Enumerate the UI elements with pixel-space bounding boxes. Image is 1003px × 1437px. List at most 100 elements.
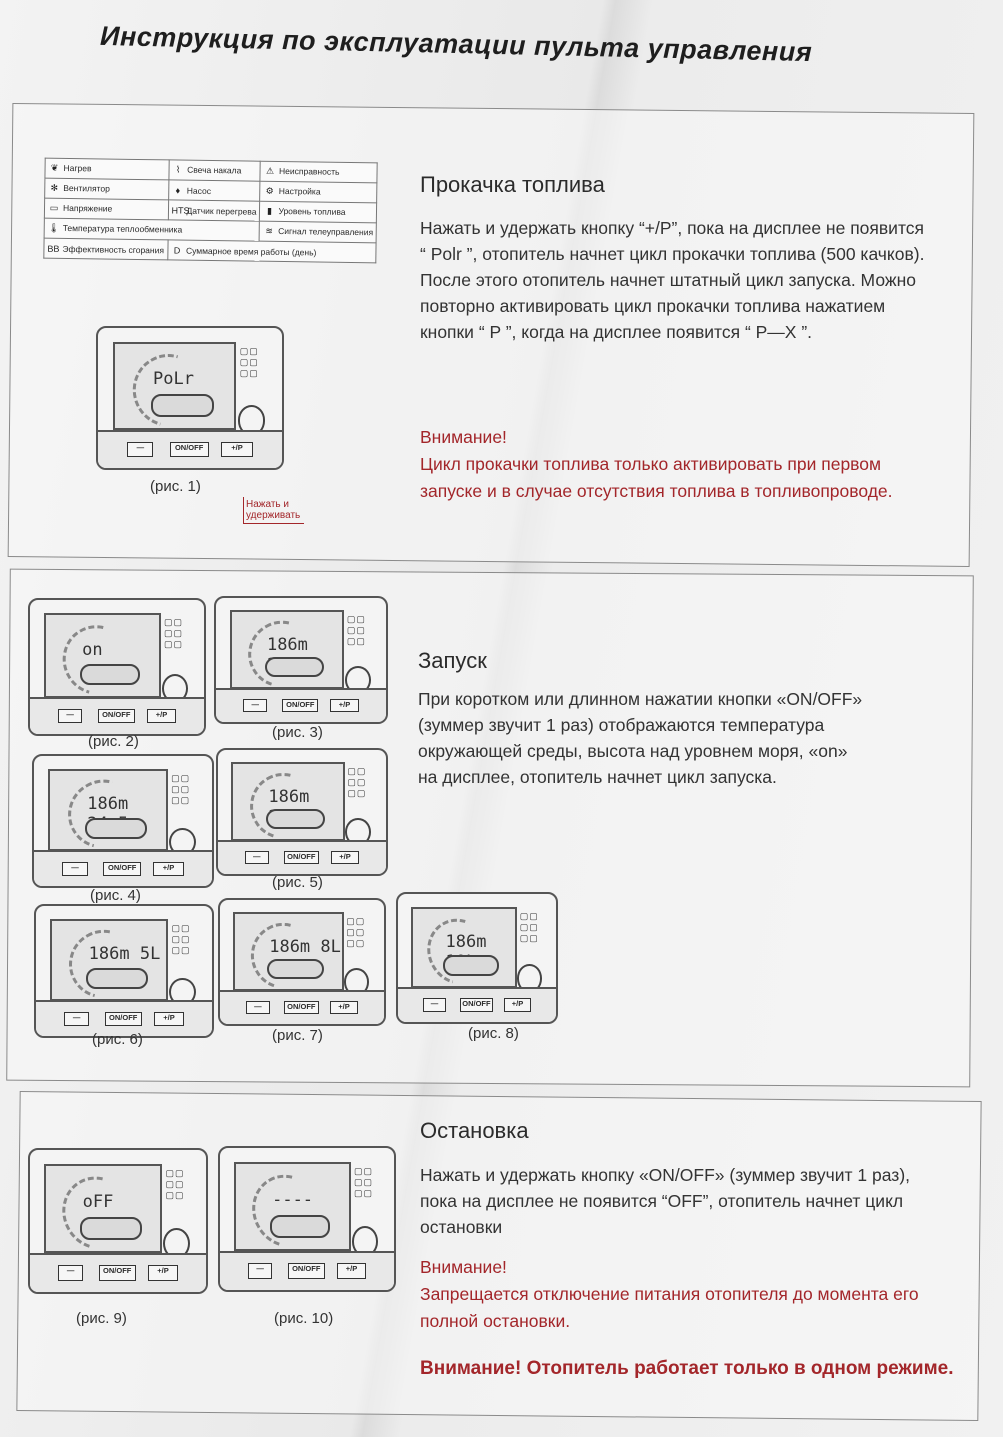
controller-figure-4: 186m 24.5▢▢ ▢▢ ▢▢♦♦♦—ON/OFF+/P [32,754,214,888]
lcd-screen: 186m 10L [410,906,518,988]
indicator-leds: ▢▢ ▢▢ ▢▢ [171,772,191,805]
minus-button[interactable]: — [58,1265,84,1281]
lcd-screen: 186m 5L [50,919,169,1001]
on-off-button[interactable]: ON/OFF [282,698,319,713]
figure-caption: (рис. 2) [88,733,139,750]
pump-icon: ♦ [175,185,181,196]
heater-icon [80,1217,142,1241]
plus-p-button[interactable]: +/P [147,1265,179,1281]
remote-signal-icon: ≋ [265,225,274,236]
shutdown-instructions: Нажать и удержать кнопку «ON/OFF» (зумме… [420,1165,911,1237]
plus-p-button[interactable]: +/P [329,698,360,713]
priming-warning: Внимание! Цикл прокачки топлива только а… [420,427,893,501]
heater-icon [84,817,147,839]
legend-cell: ⌇Свеча накала [168,159,261,182]
minus-button[interactable]: — [423,998,446,1013]
plus-p-button[interactable]: +/P [146,708,177,724]
controller-figure-6: 186m 5L▢▢ ▢▢ ▢▢♦♦♦—ON/OFF+/P [34,904,214,1038]
on-off-button[interactable]: ON/OFF [104,1011,142,1026]
figure-caption: (рис. 5) [272,874,323,891]
legend-cell: ⚙Настройка [260,181,378,203]
plus-p-button[interactable]: +/P [153,861,184,876]
minus-button[interactable]: — [62,861,88,876]
heater-icon [264,657,324,678]
indicator-leds: ▢▢ ▢▢ ▢▢ [164,617,184,650]
on-off-button[interactable]: ON/OFF [283,850,320,865]
minus-button[interactable]: — [243,698,268,713]
heater-icon [443,954,499,976]
button-panel: — ON/OFF +/P [218,839,386,874]
controller-figure-3: 186m 22.5▢▢ ▢▢ ▢▢♦♦♦—ON/OFF+/P [214,596,388,724]
lcd-screen: 186m 24.5 [48,769,168,851]
lcd-screen: oFF [44,1164,163,1254]
plus-p-button[interactable]: +/P [329,1000,359,1015]
battery-icon: ▭ [49,202,59,213]
legend-cell: ✻Вентилятор [44,178,169,200]
plus-p-button[interactable]: +/P [330,850,360,865]
on-off-button[interactable]: ON/OFF [97,708,135,724]
button-panel: — ON/OFF +/P [34,850,212,886]
controller-figure-9: oFF▢▢ ▢▢ ▢▢♦♦♦—ON/OFF+/P [28,1148,208,1294]
indicator-leds: ▢▢ ▢▢ ▢▢ [519,910,539,943]
indicator-leds: ▢▢ ▢▢ ▢▢ [346,916,366,949]
legend-cell: ⚠Неисправность [260,161,378,183]
plus-p-button[interactable]: +/P [503,998,532,1013]
button-panel: — ON/OFF +/P [216,687,386,722]
lcd-screen: on [43,613,161,698]
minus-button[interactable]: — [57,708,83,724]
button-panel: — ON/OFF +/P [220,1251,394,1290]
legend-cell: ▮Уровень топлива [259,201,378,223]
button-panel: — ON/OFF +/P [98,429,282,468]
on-off-button[interactable]: ON/OFF [98,1265,136,1281]
figure-caption: (рис. 6) [92,1031,143,1048]
indicator-leds: ▢▢ ▢▢ ▢▢ [239,346,259,379]
single-mode-warning: Внимание! Отопитель работает только в од… [420,1358,954,1379]
lcd-reading: PoLr [152,369,194,390]
heater-icon [267,959,325,980]
button-panel: — ON/OFF +/P [398,986,556,1022]
minus-button[interactable]: — [247,1263,273,1279]
indicator-leds: ▢▢ ▢▢ ▢▢ [171,922,191,955]
minus-button[interactable]: — [246,1000,270,1015]
lcd-reading: 186m 5L [88,944,161,965]
plus-p-button[interactable]: +/P [221,441,253,457]
heater-icon [269,1215,331,1239]
button-panel: — ON/OFF +/P [220,989,384,1024]
shutdown-warning: Внимание! Запрещается отключение питания… [420,1257,919,1331]
fuel-level-icon: ▮ [266,205,273,216]
legend-cell: ▭Напряжение [44,198,169,220]
button-panel: — ON/OFF +/P [30,697,204,734]
figure-caption: (рис. 7) [272,1027,323,1044]
overheat-sensor-icon: HTS [171,204,190,216]
legend-cell: ≋Сигнал телеуправления [259,221,377,243]
on-off-button[interactable]: ON/OFF [169,441,209,457]
on-off-button[interactable]: ON/OFF [103,861,141,876]
figure-caption: (рис. 4) [90,887,141,904]
lcd-screen: ---- [233,1162,351,1252]
lcd-screen: 186m 22.5 [231,762,345,841]
startup-instructions: При коротком или длинном нажатии кнопки … [418,689,863,787]
controller-figure-1: PoLr▢▢ ▢▢ ▢▢♦♦♦—ON/OFF+/P [96,326,284,470]
button-panel: — ON/OFF +/P [30,1253,206,1292]
on-off-button[interactable]: ON/OFF [459,998,494,1013]
on-off-button[interactable]: ON/OFF [287,1263,325,1279]
minus-button[interactable]: — [127,441,154,457]
lcd-screen: 186m 22.5 [229,610,345,689]
plus-p-button[interactable]: +/P [153,1011,185,1026]
indicator-leds: ▢▢ ▢▢ ▢▢ [347,766,367,799]
controller-figure-5: 186m 22.5▢▢ ▢▢ ▢▢♦♦♦—ON/OFF+/P [216,748,388,876]
figure-caption: (рис. 3) [272,724,323,741]
section-heading-shutdown: Остановка [420,1118,529,1143]
controller-figure-7: 186m 8L▢▢ ▢▢ ▢▢♦♦♦—ON/OFF+/P [218,898,386,1026]
on-off-button[interactable]: ON/OFF [283,1000,319,1015]
section-heading-startup: Запуск [418,648,487,673]
minus-button[interactable]: — [64,1011,90,1026]
controller-figure-2: on▢▢ ▢▢ ▢▢♦♦♦—ON/OFF+/P [28,598,206,736]
figure-caption: (рис. 1) [150,478,201,495]
heater-icon [150,394,215,417]
minus-button[interactable]: — [244,850,269,865]
plus-p-button[interactable]: +/P [336,1263,367,1279]
figure-caption: (рис. 9) [76,1310,127,1327]
